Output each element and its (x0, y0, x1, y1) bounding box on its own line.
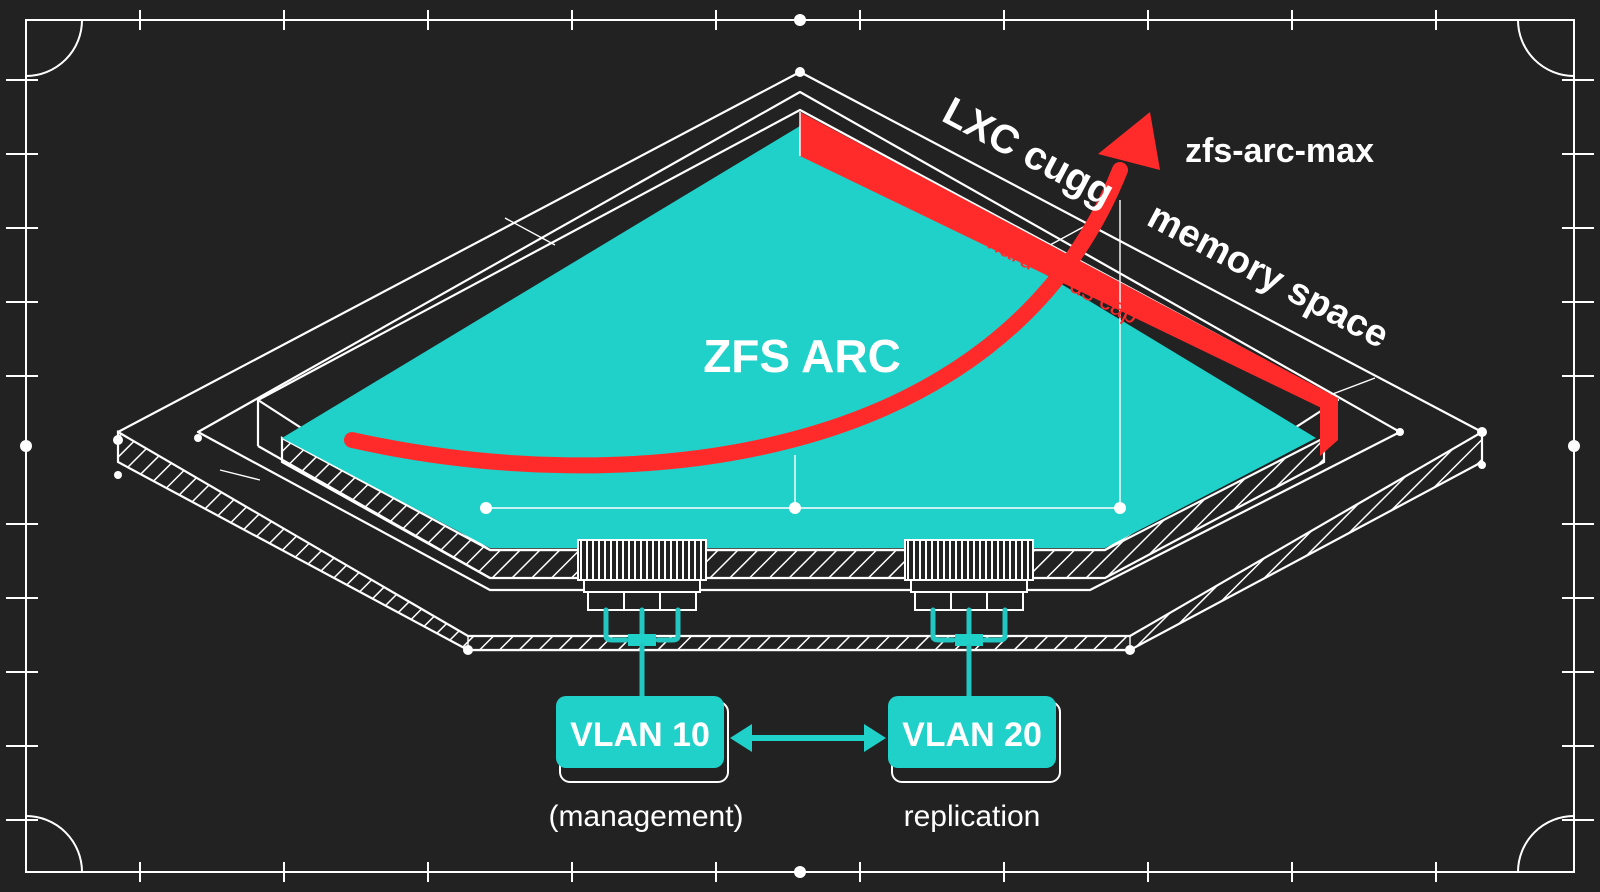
vlan-20-label: VLAN 20 (902, 716, 1042, 754)
vlan-connector-replication (904, 539, 1034, 699)
zfs-arc-region (282, 126, 1316, 548)
port-icon (986, 591, 1024, 611)
port-icon (659, 591, 697, 611)
vlan-20-box[interactable]: VLAN 20 (888, 696, 1061, 783)
frame-marker-left (20, 440, 32, 452)
arc-growth-arrow (344, 112, 1160, 474)
zfs-arc-max-label: zfs-arc-max (1185, 132, 1374, 170)
port-icon (623, 591, 661, 611)
vlan-10-box[interactable]: VLAN 10 (556, 696, 729, 783)
arrow-left-icon (730, 724, 752, 752)
dimension-guides (480, 200, 1126, 514)
arrow-right-icon (864, 724, 886, 752)
port-icon (914, 591, 952, 611)
zfs-arc-label: ZFS ARC (703, 330, 901, 382)
frame-marker-bottom (794, 866, 806, 878)
port-icon (587, 591, 625, 611)
platform-middle-ring (196, 90, 1402, 592)
vlan-link-arrow (730, 724, 886, 752)
frame-marker-top (794, 14, 806, 26)
replication-junction (955, 634, 983, 646)
vlan-10-label: VLAN 10 (570, 716, 710, 754)
lxc-label: LXC cugg (936, 89, 1121, 215)
vlan-20-caption: replication (904, 800, 1041, 833)
frame-ticks (6, 10, 1594, 882)
management-heatsink (577, 539, 707, 581)
blueprint-frame (6, 10, 1594, 882)
vlan-10-caption: (management) (548, 800, 743, 833)
management-junction (628, 634, 656, 646)
vlan-connector-management (577, 539, 707, 699)
frame-marker-right (1568, 440, 1580, 452)
port-icon (950, 591, 988, 611)
arrowhead-icon (1098, 112, 1160, 170)
replication-heatsink (904, 539, 1034, 581)
